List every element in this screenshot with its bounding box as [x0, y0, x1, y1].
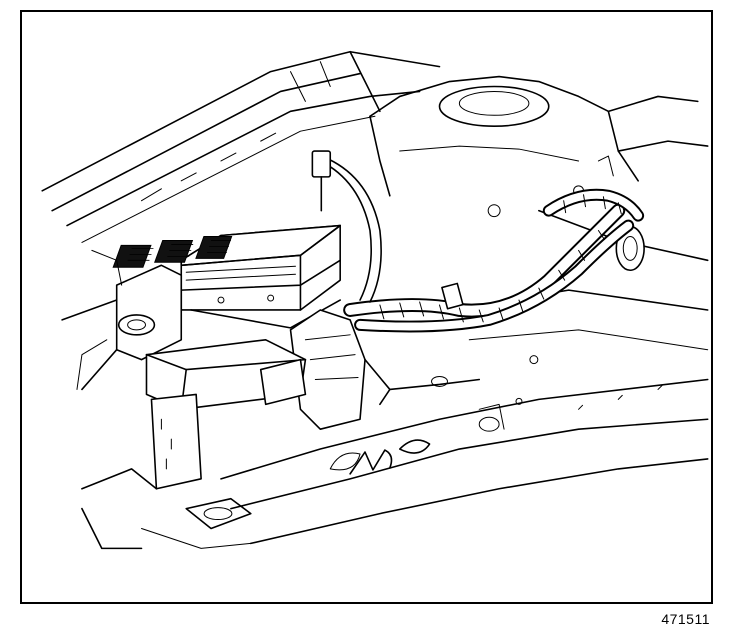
strut-tower [369, 75, 709, 218]
right-fender [448, 209, 709, 351]
figure-frame [20, 10, 713, 604]
lower-panel [81, 355, 709, 550]
bracket-tray [289, 309, 391, 430]
frame-rail [61, 249, 307, 530]
wiring-harness [311, 150, 645, 333]
engine-compartment-illustration [41, 50, 709, 550]
fuse-block-connectors [112, 235, 233, 268]
figure-number: 471511 [661, 611, 710, 627]
cowl-panel [41, 50, 441, 243]
